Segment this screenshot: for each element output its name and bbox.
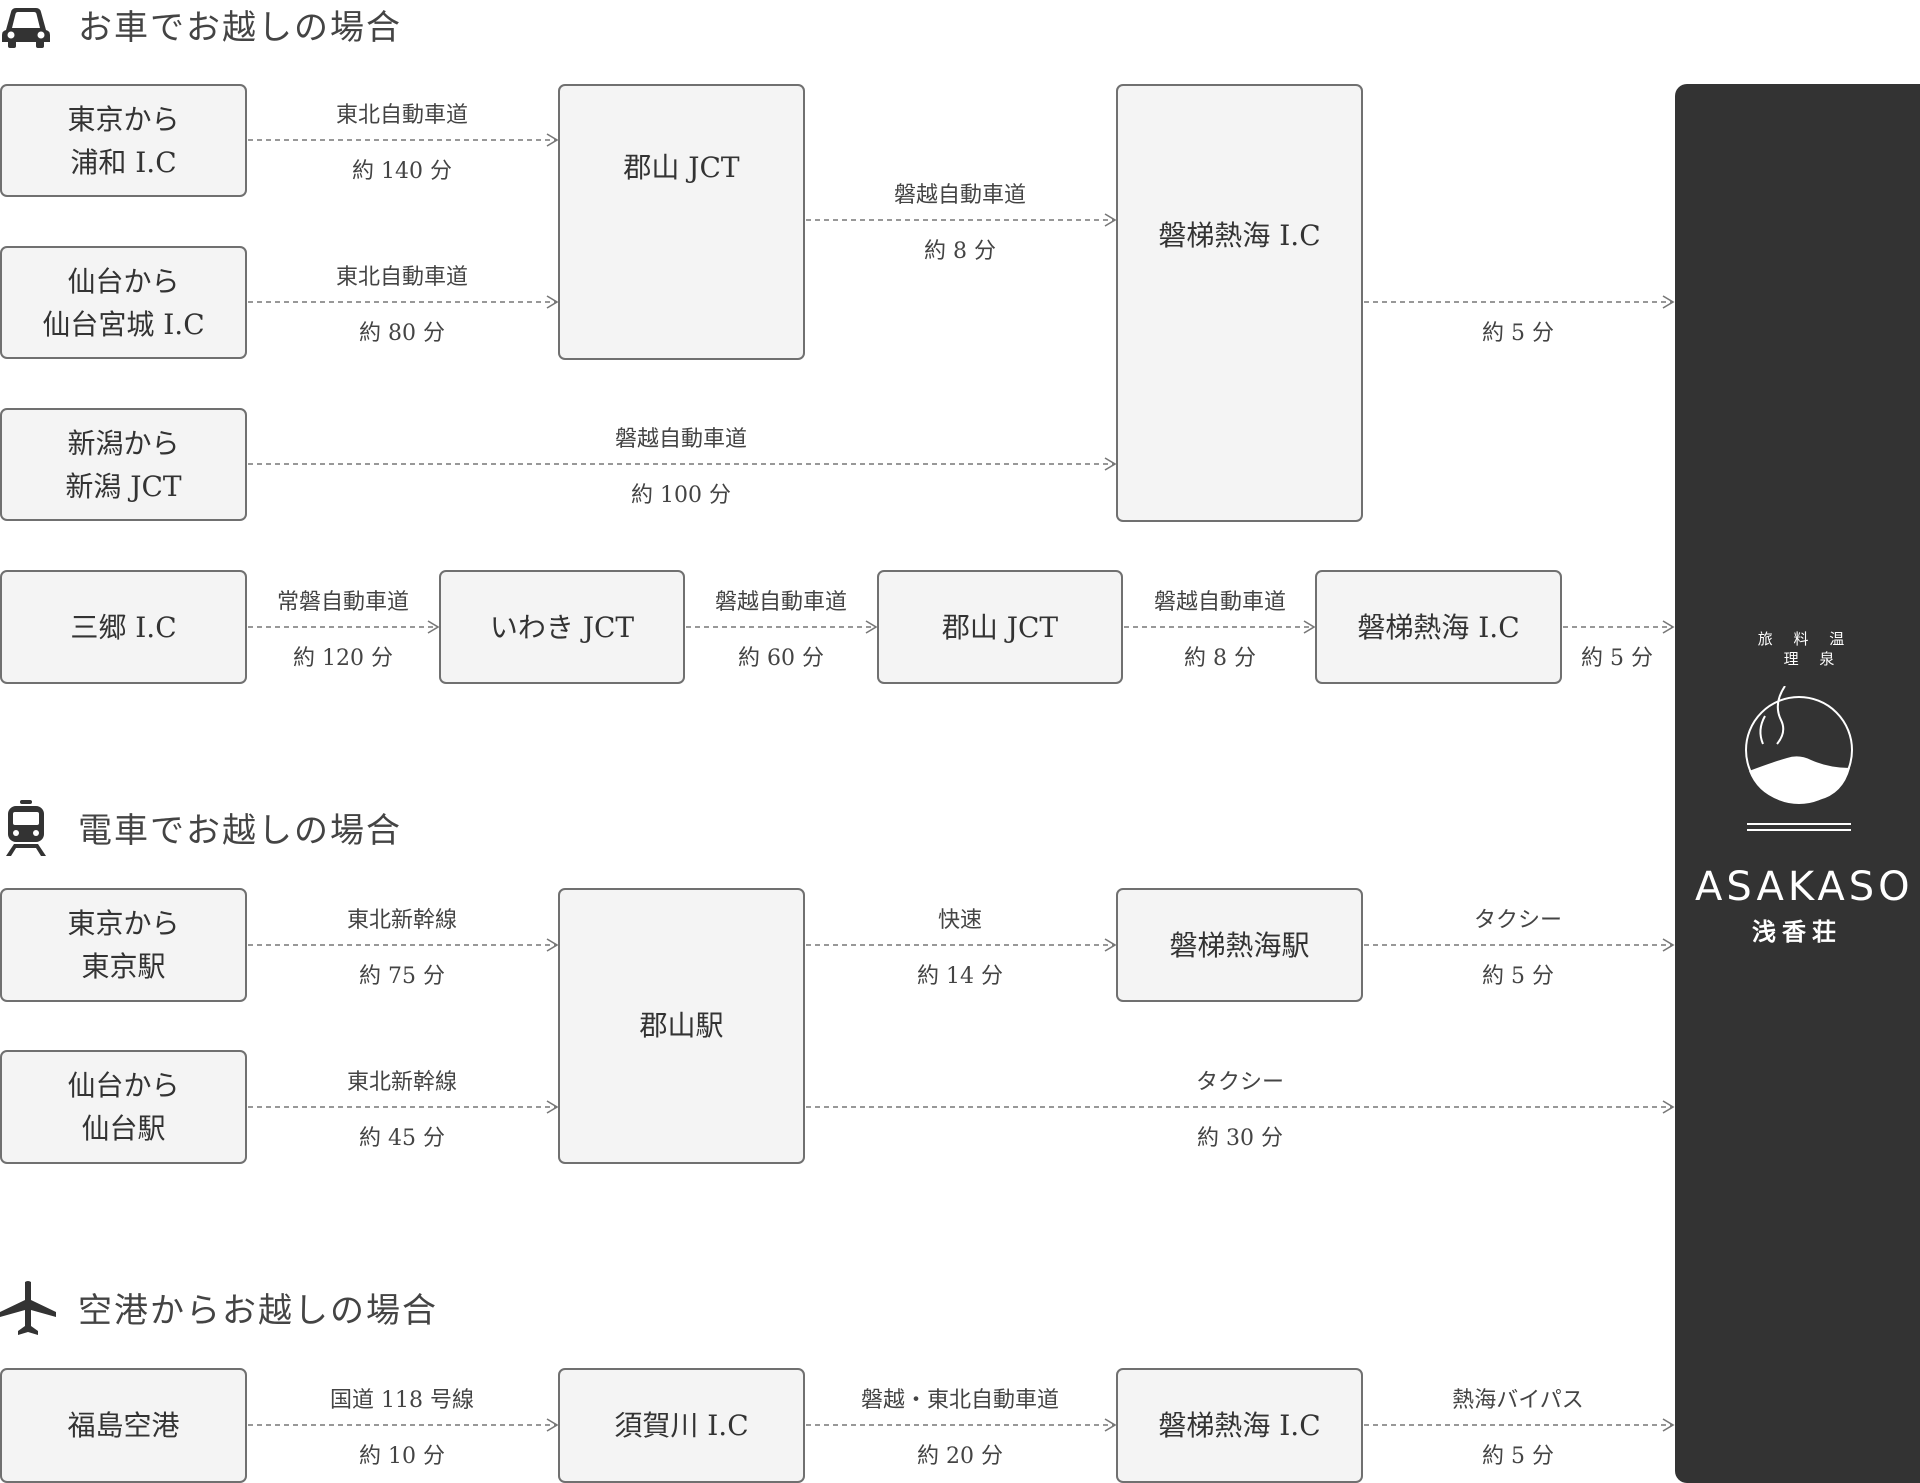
box-koriyama-station: 郡山駅 bbox=[558, 888, 805, 1164]
box-line: 仙台駅 bbox=[81, 1112, 166, 1145]
destination-panel: 旅 料 温 理 泉 ASAKASO 浅香荘 bbox=[1675, 84, 1920, 1483]
route-road: タクシー bbox=[1195, 1070, 1285, 1095]
route-time: 約 75 分 bbox=[359, 964, 445, 989]
route-time: 約 5 分 bbox=[1482, 321, 1554, 346]
logo-tagline-line1: 旅 料 温 bbox=[1757, 630, 1853, 648]
route-road: 常磐自動車道 bbox=[276, 590, 410, 615]
box-line: 三郷 I.C bbox=[70, 610, 177, 644]
box-line: 磐梯熱海駅 bbox=[1169, 928, 1310, 962]
box-bandai-atami-ic: 磐梯熱海 I.C bbox=[1116, 84, 1363, 522]
box-line: 東京から bbox=[67, 907, 180, 940]
route-time: 約 10 分 bbox=[359, 1444, 445, 1469]
logo-name-jp: 浅香荘 bbox=[1752, 918, 1842, 946]
box-line: 仙台から bbox=[67, 264, 180, 298]
box-sendai-station: 仙台から 仙台駅 bbox=[0, 1050, 247, 1164]
box-sukagawa-ic: 須賀川 I.C bbox=[558, 1368, 805, 1483]
car-section-title: お車でお越しの場合 bbox=[78, 8, 402, 48]
airplane-icon bbox=[0, 1281, 56, 1335]
route-road: 磐越自動車道 bbox=[1153, 590, 1287, 615]
box-line: いわき JCT bbox=[489, 610, 635, 644]
logo-tagline-line2: 理 泉 bbox=[1783, 650, 1843, 668]
air-section-title: 空港からお越しの場合 bbox=[78, 1291, 438, 1331]
route-time: 約 14 分 bbox=[917, 964, 1003, 989]
box-sendai-miyagi: 仙台から 仙台宮城 I.C bbox=[0, 246, 247, 359]
box-fukushima-airport: 福島空港 bbox=[0, 1368, 247, 1483]
logo-name: ASAKASO bbox=[1695, 864, 1914, 910]
route-road: 熱海バイパス bbox=[1452, 1388, 1584, 1413]
box-line: 磐梯熱海 I.C bbox=[1357, 610, 1520, 644]
route-time: 約 140 分 bbox=[352, 159, 452, 184]
onsen-logo-icon bbox=[1745, 686, 1853, 831]
box-bandai-atami-ic-3: 磐梯熱海 I.C bbox=[1116, 1368, 1363, 1483]
route-road: 磐越自動車道 bbox=[714, 590, 848, 615]
box-line: 福島空港 bbox=[67, 1409, 180, 1442]
route-time: 約 45 分 bbox=[359, 1126, 445, 1151]
box-line: 仙台から bbox=[67, 1069, 180, 1102]
box-iwaki-jct: いわき JCT bbox=[439, 570, 685, 684]
route-time: 約 5 分 bbox=[1581, 646, 1653, 671]
route-road: 東北自動車道 bbox=[335, 265, 469, 290]
route-time: 約 8 分 bbox=[924, 239, 996, 264]
box-line: 浦和 I.C bbox=[70, 145, 177, 179]
route-time: 約 100 分 bbox=[631, 483, 731, 508]
route-time: 約 120 分 bbox=[293, 646, 393, 671]
route-time: 約 60 分 bbox=[738, 646, 824, 671]
route-time: 約 8 分 bbox=[1184, 646, 1256, 671]
box-koriyama-jct: 郡山 JCT bbox=[558, 84, 805, 360]
route-road: 磐越自動車道 bbox=[893, 183, 1027, 208]
route-road: 快速 bbox=[937, 908, 983, 933]
route-time: 約 5 分 bbox=[1482, 1444, 1554, 1469]
car-icon bbox=[2, 8, 50, 48]
box-bandai-atami-ic-2: 磐梯熱海 I.C bbox=[1315, 570, 1562, 684]
box-line: 郡山 JCT bbox=[623, 150, 740, 184]
route-road: 東北新幹線 bbox=[346, 908, 458, 933]
route-time: 約 80 分 bbox=[359, 321, 445, 346]
train-icon bbox=[6, 800, 46, 856]
box-tokyo-station: 東京から 東京駅 bbox=[0, 888, 247, 1002]
route-road: 東北自動車道 bbox=[335, 103, 469, 128]
box-koriyama-jct-2: 郡山 JCT bbox=[877, 570, 1123, 684]
box-line: 郡山 JCT bbox=[941, 610, 1059, 644]
route-road: タクシー bbox=[1473, 908, 1563, 933]
box-line: 新潟から bbox=[67, 426, 180, 460]
route-time: 約 20 分 bbox=[917, 1444, 1003, 1469]
box-line: 東京駅 bbox=[81, 950, 166, 983]
box-bandai-atami-station: 磐梯熱海駅 bbox=[1116, 888, 1363, 1002]
box-line: 須賀川 I.C bbox=[614, 1409, 749, 1442]
route-road: 磐越自動車道 bbox=[614, 427, 748, 452]
route-time: 約 5 分 bbox=[1482, 964, 1554, 989]
box-misato-ic: 三郷 I.C bbox=[0, 570, 247, 684]
route-time: 約 30 分 bbox=[1197, 1126, 1283, 1151]
route-road: 東北新幹線 bbox=[346, 1070, 458, 1095]
box-line: 仙台宮城 I.C bbox=[42, 307, 205, 341]
box-line: 新潟 JCT bbox=[65, 469, 182, 503]
route-road: 国道 118 号線 bbox=[330, 1388, 474, 1413]
box-line: 東京から bbox=[67, 102, 180, 136]
box-line: 郡山駅 bbox=[639, 1008, 724, 1042]
train-section-title: 電車でお越しの場合 bbox=[78, 811, 402, 851]
box-niigata-jct: 新潟から 新潟 JCT bbox=[0, 408, 247, 521]
box-tokyo-urawa: 東京から 浦和 I.C bbox=[0, 84, 247, 197]
box-line: 磐梯熱海 I.C bbox=[1158, 219, 1321, 252]
route-road: 磐越・東北自動車道 bbox=[860, 1388, 1060, 1413]
box-line: 磐梯熱海 I.C bbox=[1158, 1409, 1321, 1442]
